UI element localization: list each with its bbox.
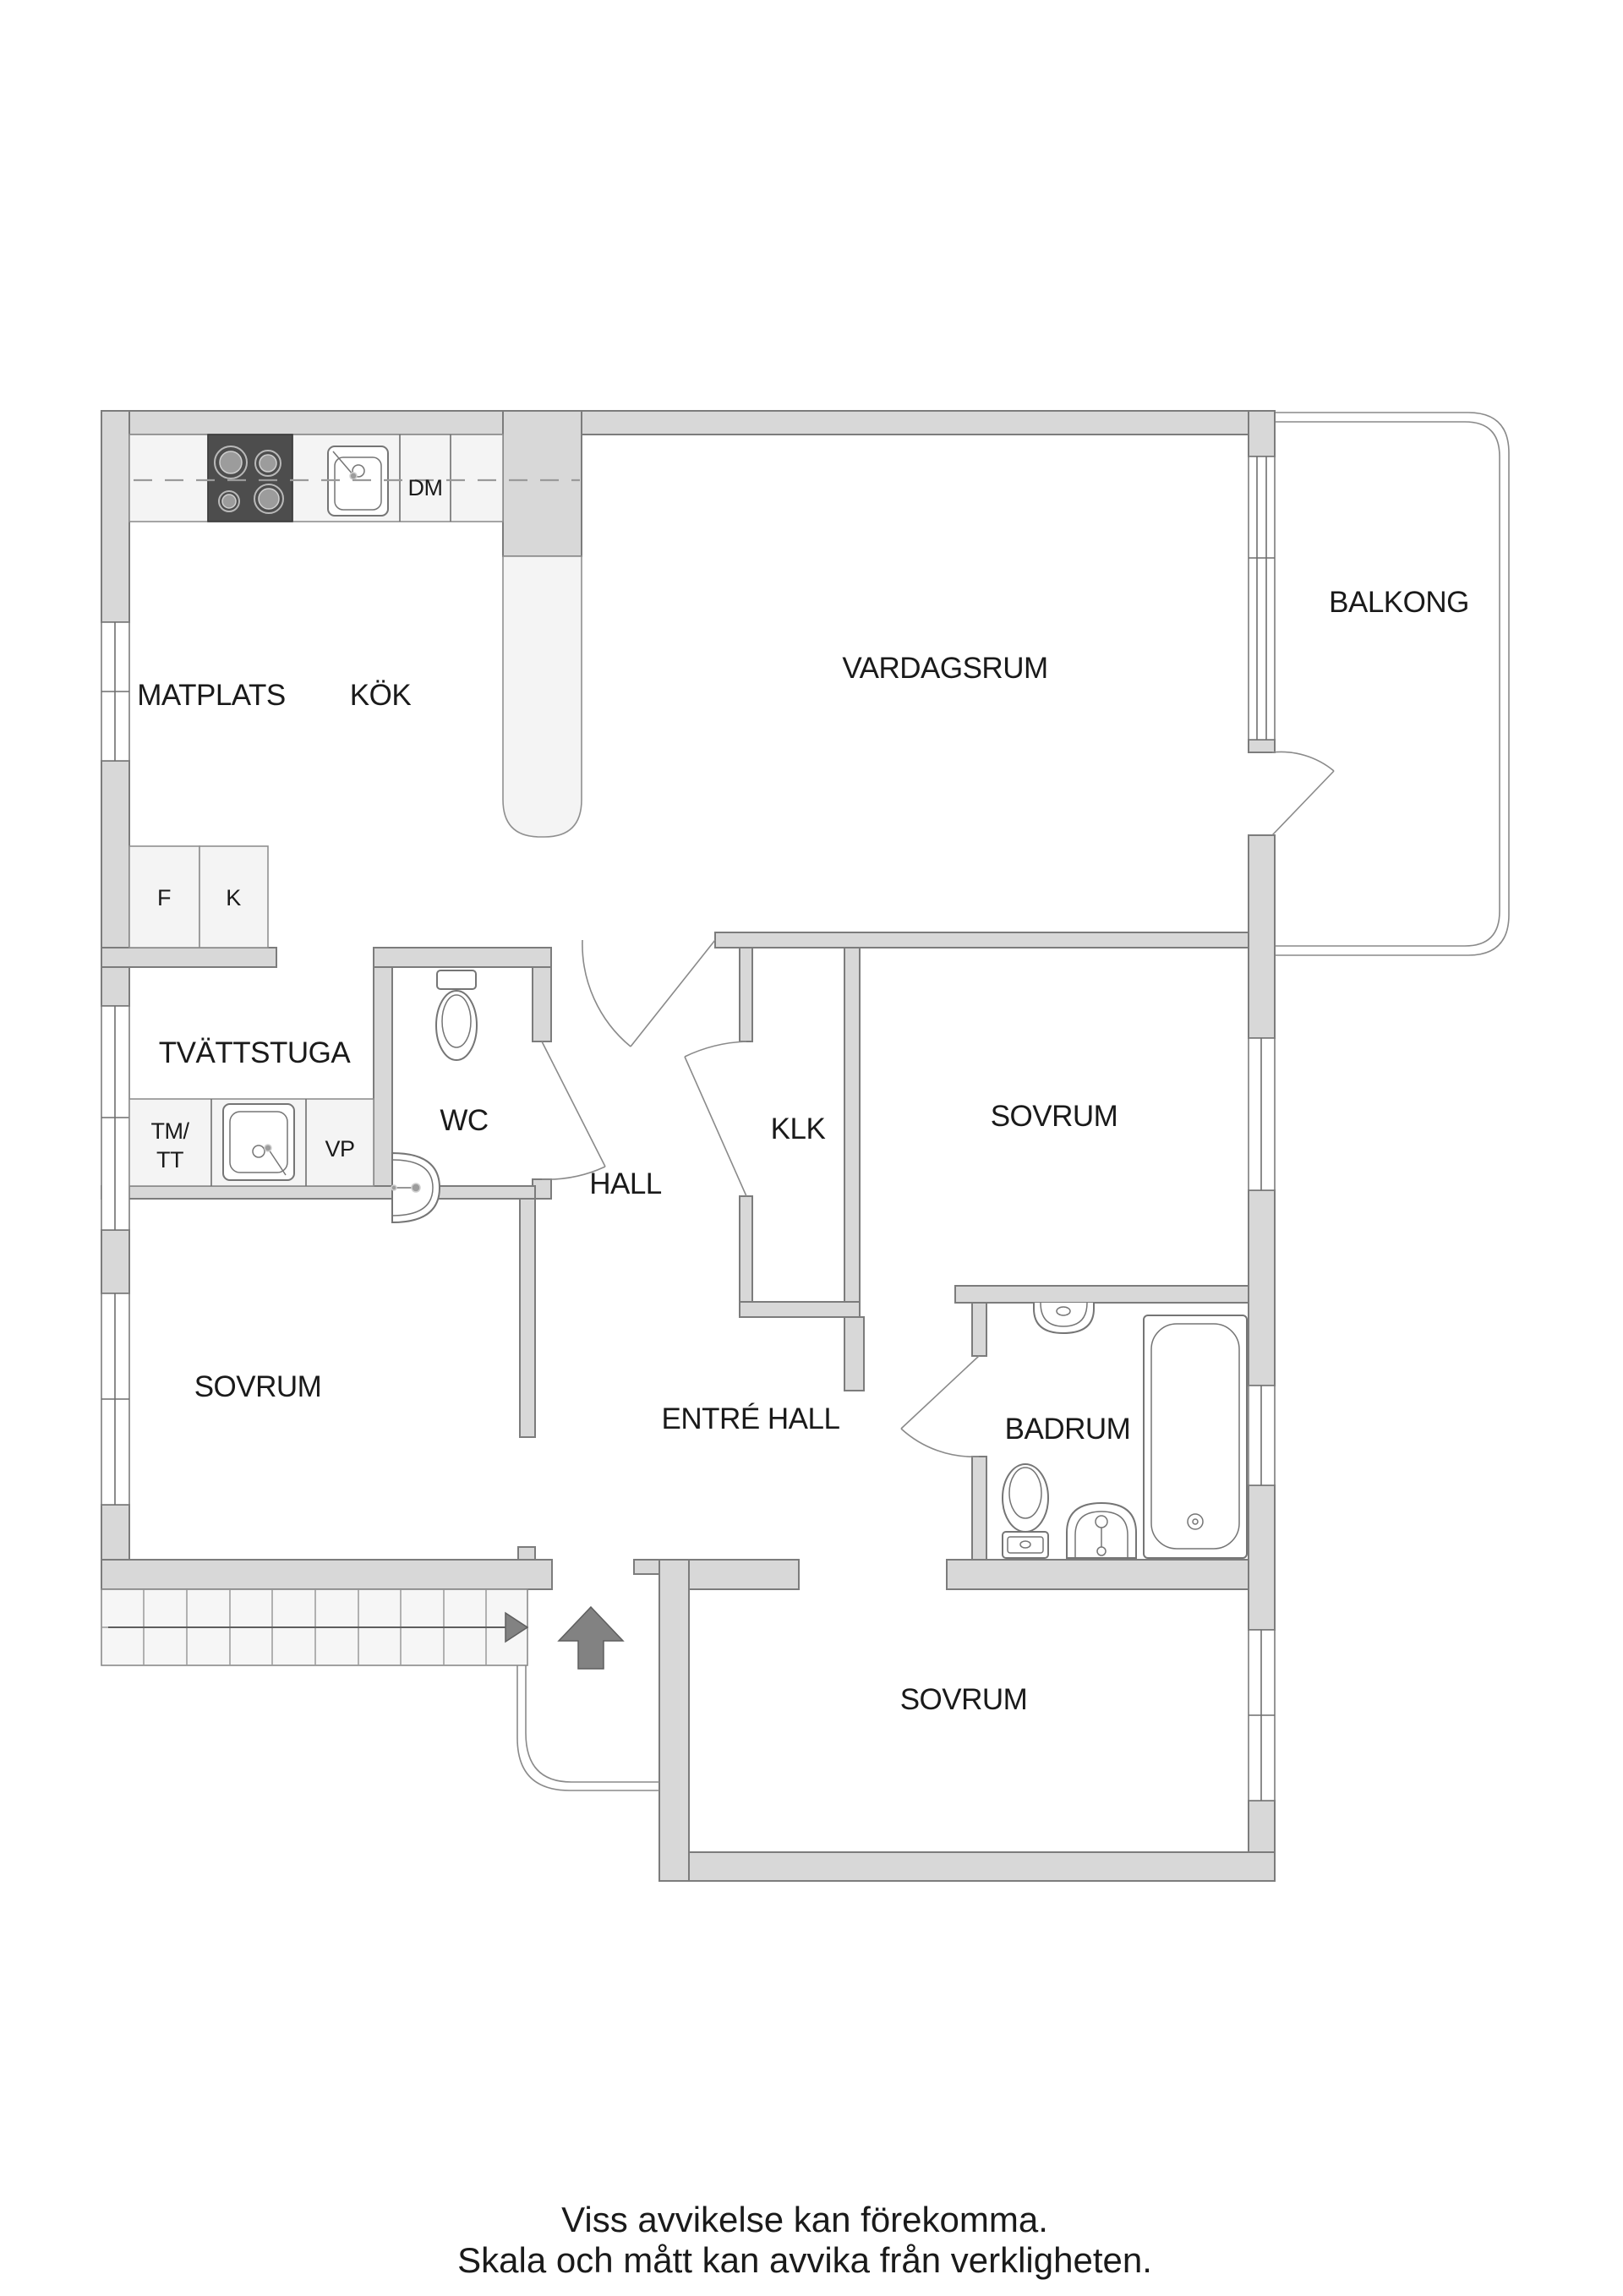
label-k: K [226,885,241,910]
label-sovrum-left: SOVRUM [194,1370,322,1403]
door-balkong [1271,751,1335,836]
wc-sink-icon [391,1151,441,1224]
label-badrum: BADRUM [1005,1413,1131,1446]
room-sovrum-left [129,1199,520,1560]
badrum-fixtures [1002,1302,1248,1559]
label-entre-hall: ENTRÉ HALL [662,1402,840,1435]
label-klk: KLK [771,1112,826,1145]
window-matplats [101,621,130,762]
wc-fixtures [391,970,478,1224]
label-vp: VP [325,1136,354,1162]
room-balkong [1275,413,1509,955]
staircase [101,1588,659,1791]
label-hall: HALL [589,1167,662,1200]
window-tvattstuga [101,1005,130,1231]
disclaimer: Viss avvikelse kan förekomma. Skala och … [457,2200,1152,2280]
window-sovrum-left [101,1293,130,1506]
entrance-arrow-icon [557,1605,625,1670]
window-balkong [1248,456,1276,741]
door-wc [541,1041,606,1180]
label-dm: DM [408,475,443,500]
label-tm: TM/ [151,1118,190,1144]
stair-direction-arrow-icon [108,1611,529,1643]
fridge-freezer [128,845,269,948]
kitchen-peninsula [502,555,582,838]
label-tvattstuga: TVÄTTSTUGA [159,1036,352,1069]
window-sovrum-bottom [1248,1629,1276,1801]
kitchen-counter [128,434,582,838]
doors [541,751,1335,1457]
label-sovrum-mid: SOVRUM [991,1100,1118,1133]
badrum-wall-sink-icon [1033,1302,1095,1335]
label-wc: WC [440,1104,488,1137]
stair-railing [516,1665,659,1791]
label-tt: TT [156,1147,183,1173]
laundry-counter [128,1098,374,1187]
badrum-pedestal-sink-icon [1066,1501,1137,1559]
label-kok: KÖK [350,679,412,712]
disclaimer-line1: Viss avvikelse kan förekomma. [561,2200,1048,2239]
room-tvattstuga [129,967,374,1099]
labels: MATPLATS KÖK DM VARDAGSRUM BALKONG F K T… [137,475,1469,1716]
badrum-toilet-icon [1002,1463,1049,1559]
room-hall [535,948,740,1311]
label-matplats: MATPLATS [137,679,286,712]
bathtub-icon [1143,1315,1248,1559]
stove-icon [207,434,293,522]
toilet-icon [435,970,478,1061]
room-entre-hall [535,1311,972,1560]
windows [101,456,1276,1801]
balcony-railing [1275,412,1510,956]
laundry-sink-icon [222,1103,295,1181]
door-badrum [900,1355,980,1457]
room-sovrum-bottom [689,1589,1249,1852]
label-sovrum-bottom: SOVRUM [900,1683,1028,1716]
door-vardagsrum [582,939,716,1047]
label-balkong: BALKONG [1329,586,1469,619]
label-f: F [157,885,171,910]
disclaimer-line2: Skala och mått kan avvika från verklighe… [457,2240,1152,2280]
label-vardagsrum: VARDAGSRUM [842,652,1047,685]
door-klk [684,1041,747,1197]
window-sovrum-mid [1248,1037,1276,1191]
window-badrum [1248,1385,1276,1486]
